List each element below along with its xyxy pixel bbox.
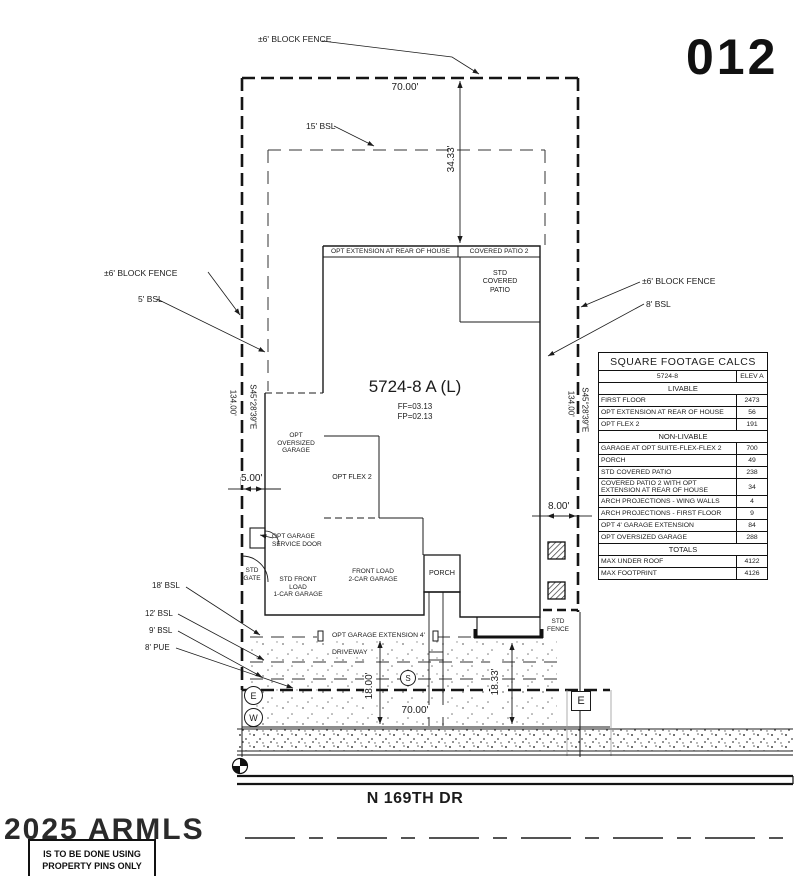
square-footage-table: SQUARE FOOTAGE CALCS 5724-8 ELEV A LIVAB… xyxy=(598,352,768,580)
leader-lines xyxy=(156,40,645,689)
dim-left-length: 134.00' xyxy=(228,389,238,416)
table-section-row: TOTALS xyxy=(599,544,767,556)
survey-marker-icon xyxy=(231,757,249,775)
table-row: COVERED PATIO 2 WITH OPT EXTENSION AT RE… xyxy=(599,479,767,496)
street-name: N 169TH DR xyxy=(366,790,464,807)
label-std-gate: STD GATE xyxy=(243,567,261,582)
label-driveway: DRIVEWAY xyxy=(330,649,370,658)
armls-watermark: 2025 ARMLS xyxy=(4,813,205,846)
utility-boxes xyxy=(547,541,566,600)
entry-walkway xyxy=(428,592,444,726)
label-opt-flex-2: OPT FLEX 2 xyxy=(332,474,372,481)
table-plan-id: 5724-8 xyxy=(599,371,737,382)
sidewalk xyxy=(237,728,793,752)
label-block-fence-top: ±6' BLOCK FENCE xyxy=(258,34,332,44)
label-bsl-18: 18' BSL xyxy=(152,581,180,590)
plan-finished-floor: FF=03.13 xyxy=(397,402,433,411)
courtyard-wall xyxy=(473,617,544,639)
street-curb xyxy=(237,754,794,786)
label-block-fence-right: ±6' BLOCK FENCE xyxy=(642,276,716,286)
table-elevation: ELEV A xyxy=(740,373,764,380)
label-bsl-15: 15' BSL xyxy=(306,121,336,131)
gate-arc xyxy=(241,555,269,583)
label-opt-garage-extension: OPT GARAGE EXTENSION 4' xyxy=(330,632,427,641)
dim-garage-side-offset: 5.00' xyxy=(241,473,263,485)
dim-left-bearing: S45°28'39"E xyxy=(248,384,258,430)
table-title: SQUARE FOOTAGE CALCS xyxy=(599,353,767,371)
label-std-fence: STD FENCE xyxy=(546,618,570,633)
dim-driveway-depth: 18.00' xyxy=(364,657,376,714)
plan-finished-pad: FP=02.13 xyxy=(397,412,433,421)
dim-front-width: 70.00' xyxy=(385,705,445,717)
label-opt-oversized-garage: OPT OVERSIZED GARAGE xyxy=(277,432,315,455)
plan-title: 5724-8 A (L) xyxy=(368,377,462,396)
circled-w-marker: W xyxy=(244,708,263,727)
label-covered-patio-2: COVERED PATIO 2 xyxy=(469,248,529,255)
label-opt-garage-service-door: OPT GARAGE SERVICE DOOR xyxy=(272,533,322,548)
label-bsl-12: 12' BSL xyxy=(145,609,173,618)
circled-s-marker: S xyxy=(400,670,416,686)
porch-outline xyxy=(423,554,461,593)
table-plan-row: 5724-8 ELEV A xyxy=(599,371,767,383)
boxed-e-marker: E xyxy=(571,691,591,711)
label-bsl-9: 9' BSL xyxy=(149,626,173,635)
dim-rear-setback-depth: 34.33' xyxy=(446,145,458,173)
dim-right-side-offset: 8.00' xyxy=(548,501,570,513)
label-opt-extension-rear: OPT EXTENSION AT REAR OF HOUSE xyxy=(330,248,451,255)
label-porch: PORCH xyxy=(429,568,455,577)
label-std-front-load-garage: STD FRONT LOAD 1-CAR GARAGE xyxy=(273,576,323,599)
dim-right-length: 134.00' xyxy=(566,390,576,417)
table-section-row: LIVABLE xyxy=(599,383,767,395)
interior-walls xyxy=(323,246,540,615)
property-pins-note: IS TO BE DONE USING PROPERTY PINS ONLY xyxy=(28,839,156,876)
property-boundary xyxy=(240,76,610,692)
lot-number: 012 xyxy=(686,29,779,85)
dim-right-bearing: S45°28'39"E xyxy=(580,387,590,433)
label-std-covered-patio: STD COVERED PATIO xyxy=(482,270,518,294)
front-lot-line xyxy=(241,612,612,757)
label-pue-8: 8' PUE xyxy=(145,643,170,652)
label-bsl-8: 8' BSL xyxy=(646,299,671,309)
label-block-fence-left: ±6' BLOCK FENCE xyxy=(104,268,178,278)
dim-rear-width: 70.00' xyxy=(391,82,419,93)
table-section-row: NON-LIVABLE xyxy=(599,431,767,443)
dim-right-front-depth: 18.33' xyxy=(490,653,502,710)
circled-e-marker: E xyxy=(244,686,263,705)
garage-extension-jambs xyxy=(317,630,439,642)
dimension-lines xyxy=(228,81,592,724)
label-bsl-5: 5' BSL xyxy=(138,294,163,304)
label-front-load-2car-garage: FRONT LOAD 2-CAR GARAGE xyxy=(348,568,398,583)
